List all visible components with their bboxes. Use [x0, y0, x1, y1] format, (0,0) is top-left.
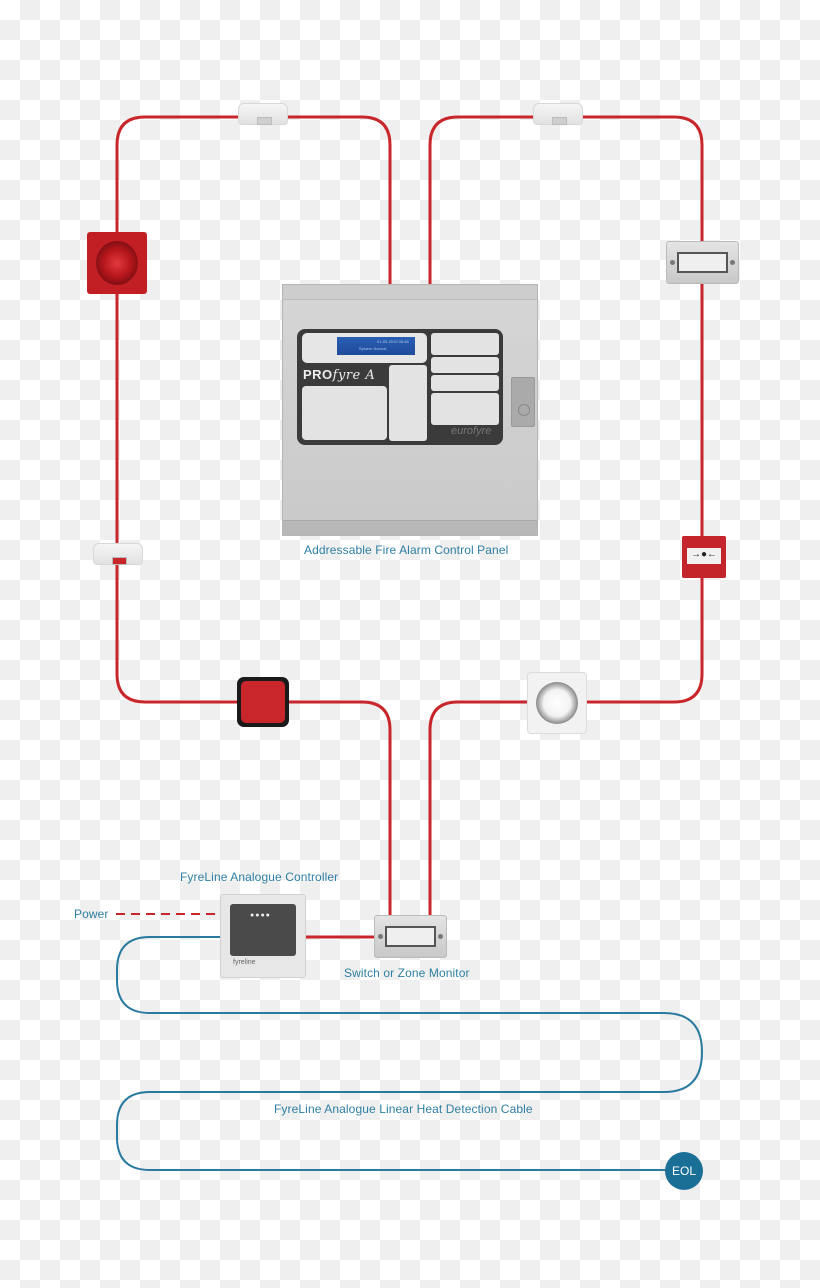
zone-indicators	[389, 365, 427, 441]
smoke-detector-icon	[93, 543, 143, 565]
loop-wire-right	[428, 115, 704, 916]
heat-detection-cable	[116, 936, 704, 1171]
lock-icon	[518, 404, 530, 416]
zone-monitor-icon	[374, 915, 447, 958]
panel-brand-script: fyre A	[332, 368, 376, 383]
cable-label: FyreLine Analogue Linear Heat Detection …	[274, 1102, 533, 1116]
lcd-display: 01-05-2019 08:48 System Normal	[337, 337, 415, 355]
lcd-line-1: 01-05-2019 08:48	[377, 339, 409, 344]
loop-wire-left	[115, 115, 392, 916]
panel-faceplate: 01-05-2019 08:48 System Normal PROfyre A	[297, 329, 503, 445]
lcd-line-2: System Normal	[359, 346, 387, 351]
output-delay-indicators	[431, 375, 499, 391]
panel-key-lock	[511, 377, 535, 427]
fire-alarm-control-panel: 01-05-2019 08:48 System Normal PROfyre A…	[282, 284, 538, 536]
red-sounder-icon	[87, 232, 147, 294]
analogue-controller-icon: ●●●● fyreline	[220, 894, 306, 978]
eurofyre-logo: eurofyre	[451, 425, 492, 437]
smoke-detector-icon	[238, 103, 288, 125]
controller-label: FyreLine Analogue Controller	[180, 870, 339, 884]
control-panel-label: Addressable Fire Alarm Control Panel	[304, 543, 509, 557]
fire-indicators	[431, 393, 499, 425]
general-indicators	[431, 333, 499, 355]
power-label: Power	[74, 907, 109, 921]
panel-top-strip	[283, 285, 537, 300]
panel-brand: PROfyre A	[303, 367, 376, 383]
controller-brand: fyreline	[233, 959, 256, 966]
panel-bottom-strip	[283, 520, 537, 535]
smoke-detector-icon	[533, 103, 583, 125]
panel-keypad	[302, 386, 387, 440]
lcd-zone: 01-05-2019 08:48 System Normal	[302, 333, 427, 363]
sounder-status	[431, 357, 499, 373]
controller-leds: ●●●●	[250, 912, 271, 919]
manual-call-point-icon: →●←	[682, 536, 726, 578]
red-beacon-icon	[237, 677, 289, 727]
white-sounder-icon	[527, 672, 587, 734]
interface-module-icon	[666, 241, 739, 284]
eol-terminator: EOL	[665, 1152, 703, 1190]
call-point-glyph: →●←	[690, 549, 718, 560]
zone-monitor-label: Switch or Zone Monitor	[344, 966, 470, 980]
